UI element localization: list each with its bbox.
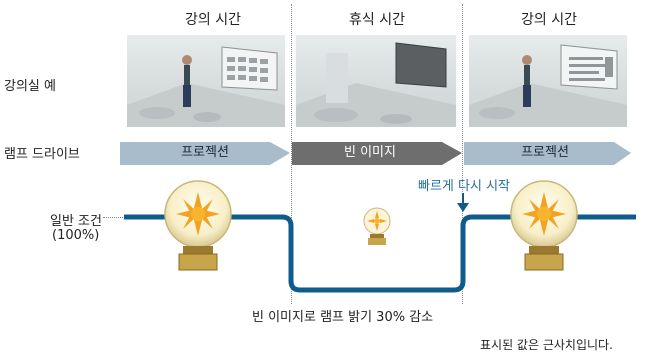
classroom-illustration-3 — [469, 44, 627, 127]
column-heading-lecture-2: 강의 시간 — [521, 12, 577, 28]
arrow-projection-1 — [120, 142, 290, 165]
column-heading-lecture-1: 강의 시간 — [185, 12, 241, 28]
classroom-illustration-1 — [127, 46, 285, 127]
lamp-bulb-icon-small — [363, 207, 391, 245]
arrow-label-projection-2: 프로젝션 — [521, 145, 569, 160]
row-label-normal-condition: 일반 조건 — [50, 214, 102, 229]
arrow-projection-2 — [464, 142, 631, 165]
arrow-label-projection-1: 프로젝션 — [181, 145, 229, 160]
classroom-photo-break — [296, 35, 456, 127]
classroom-photo-lecture-2 — [469, 35, 627, 127]
brightness-reduction-label: 빈 이미지로 램프 밝기 30% 감소 — [252, 310, 434, 325]
lamp-bulb-icon-large-2 — [510, 180, 578, 271]
fast-restart-label: 빠르게 다시 시작 — [418, 179, 510, 194]
row-label-classroom: 강의실 예 — [4, 79, 56, 94]
classroom-photo-lecture-1 — [127, 35, 285, 127]
lamp-bulb-icon-large-1 — [164, 180, 232, 271]
lamp-drive-arrows — [120, 142, 631, 165]
separator-line-1 — [291, 4, 292, 304]
row-label-lamp-drive: 램프 드라이브 — [4, 147, 80, 162]
arrow-label-blank-image: 빈 이미지 — [344, 145, 396, 160]
down-arrow-icon — [457, 193, 469, 212]
brightness-level-path — [124, 214, 636, 293]
separator-line-2 — [462, 4, 463, 304]
normal-level-dotted-lead — [103, 217, 125, 218]
arrow-blank-image — [292, 142, 462, 165]
row-label-normal-percent: (100%) — [52, 228, 100, 243]
column-heading-break: 휴식 시간 — [349, 12, 405, 28]
approximate-values-footnote: 표시된 값은 근사치입니다. — [480, 338, 613, 352]
classroom-illustration-2 — [296, 42, 456, 127]
